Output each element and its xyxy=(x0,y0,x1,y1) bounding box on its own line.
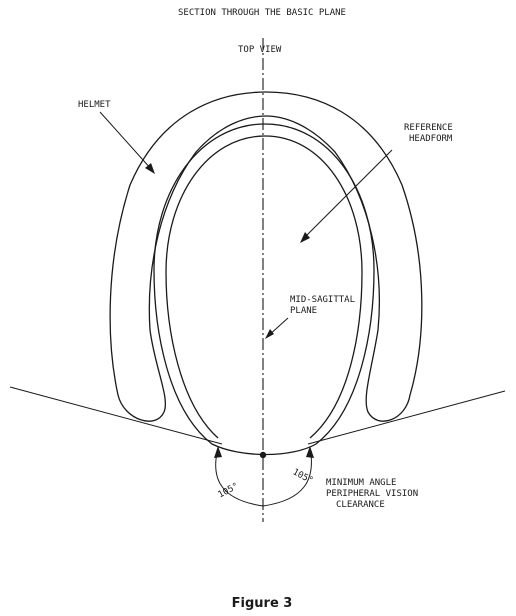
reference-headform-outline xyxy=(153,123,375,456)
vertex-point xyxy=(259,451,267,459)
mid-sagittal-label-line2: PLANE xyxy=(290,306,317,316)
reference-headform-label-line2: HEADFORM xyxy=(409,134,453,144)
section-title: SECTION THROUGH THE BASIC PLANE xyxy=(178,8,346,18)
minimum-angle-label-line1: MINIMUM ANGLE xyxy=(326,478,396,488)
figure-caption: Figure 3 xyxy=(232,596,293,611)
mid-sagittal-label-line1: MID-SAGITTAL xyxy=(290,295,355,305)
helmet-label: HELMET xyxy=(78,100,111,110)
helmet-outline xyxy=(109,91,423,422)
mid-sagittal-arrowhead xyxy=(265,329,274,339)
helmet-arrowhead xyxy=(145,163,155,174)
right-tangent-line xyxy=(307,390,506,445)
helmet-leader-line xyxy=(99,111,153,171)
arc-arrowhead-right xyxy=(306,446,314,458)
minimum-angle-label-line3: CLEARANCE xyxy=(336,500,385,510)
headform-leader-line xyxy=(303,149,393,239)
left-tangent-line xyxy=(9,386,223,445)
headform-inner-line xyxy=(165,135,363,439)
arc-arrowhead-left xyxy=(214,446,222,458)
reference-headform-label-line1: REFERENCE xyxy=(404,123,453,133)
headform-arrowhead xyxy=(300,232,310,243)
minimum-angle-label-line2: PERIPHERAL VISION xyxy=(326,489,418,499)
top-view-label: TOP VIEW xyxy=(238,45,282,55)
minimum-angle-arc xyxy=(215,447,312,507)
